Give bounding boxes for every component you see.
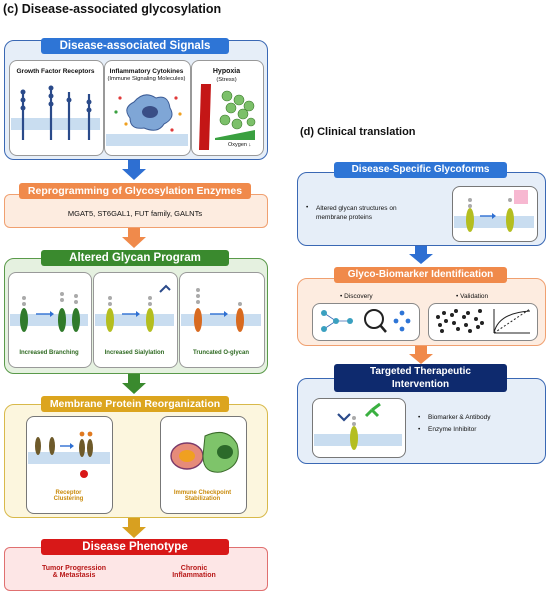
cell-icon <box>106 94 188 146</box>
cytokines-label: Inflammatory Cytokines <box>109 68 184 75</box>
glycan-icon <box>10 284 261 332</box>
reprogramming-title: Reprogramming of Glycosylation Enzymes <box>19 183 251 199</box>
antibody-icon <box>314 402 402 450</box>
growth-factor-label: Growth Factor Receptors <box>16 68 95 75</box>
discovery-text: Discovery <box>344 293 373 300</box>
arrow-down-icon <box>122 228 146 248</box>
validation-text: Validation <box>460 293 489 300</box>
biomarker-title: Glyco-Biomarker Identification <box>334 267 507 283</box>
therapeutic-image-card <box>312 398 406 458</box>
therapeutic-item: Enzyme Inhibitor <box>428 426 477 433</box>
glycan-card-label: Truncated O-glycan <box>192 350 249 356</box>
scatter-plot-icon <box>436 308 531 334</box>
hypoxia-label: Hypoxia <box>212 68 241 75</box>
phenotype-item: Chronic Inflammation <box>172 565 216 579</box>
glycan-card-label: Increased Branching <box>19 350 79 356</box>
phenotype-title: Disease Phenotype <box>41 539 229 555</box>
validation-label: • Validation <box>456 293 489 300</box>
receptor-clustering-card <box>26 416 113 514</box>
left-heading: (c) Disease-associated glycosylation <box>3 2 222 16</box>
therapeutic-item: Biomarker & Antibody <box>428 414 491 421</box>
therapeutic-item-dot: • <box>418 426 421 433</box>
therapeutic-title: Targeted Therapeutic Intervention <box>334 364 507 392</box>
cell-icon <box>170 431 239 473</box>
membrane-icon <box>11 118 100 130</box>
enzymes-text: MGAT5, ST6GAL1, FUT family, GALNTs <box>67 209 203 218</box>
receptor-icon <box>11 85 100 140</box>
magnifier-icon <box>364 309 387 333</box>
phenotype-item: Tumor Progression & Metastasis <box>41 565 107 579</box>
glycoforms-bullet: Altered glycan structures on membrane pr… <box>316 205 397 221</box>
glycoforms-bullet-dot: • <box>306 204 309 211</box>
therapeutic-item-dot: • <box>418 414 421 421</box>
blood-vessel-icon <box>199 84 256 150</box>
roc-curve-icon <box>493 308 531 334</box>
glycan-card-label: Increased Sialylation <box>104 350 165 356</box>
glycan-title: Altered Glycan Program <box>41 250 229 266</box>
discovery-label: • Discovery <box>340 293 373 300</box>
arrow-down-icon <box>409 346 433 364</box>
membrane-title: Membrane Protein Reorganization <box>41 396 229 412</box>
hypoxia-sublabel: (Stress) <box>216 77 237 83</box>
receptor-clustering-label: Receptor Clustering <box>53 490 84 502</box>
receptor-icon <box>28 431 110 478</box>
checkpoint-label: Immune Checkpoint Stabilization <box>173 490 232 502</box>
arrow-down-icon <box>122 374 146 394</box>
network-icon <box>321 309 411 333</box>
arrow-down-icon <box>122 518 146 538</box>
arrow-down-icon <box>122 160 146 180</box>
cytokines-sublabel: (Immune Signaling Molecules) <box>107 76 186 82</box>
signals-title: Disease-associated Signals <box>41 38 229 54</box>
antibody-icon <box>454 190 534 232</box>
oxygen-label: Oxygen ↓ <box>228 142 252 148</box>
arrow-down-icon <box>409 246 433 264</box>
glycoforms-title: Disease-Specific Glycoforms <box>334 162 507 178</box>
right-heading: (d) Clinical translation <box>300 126 416 138</box>
